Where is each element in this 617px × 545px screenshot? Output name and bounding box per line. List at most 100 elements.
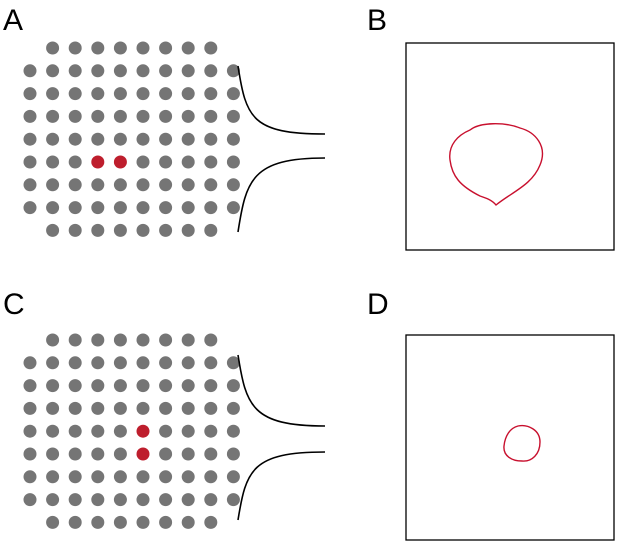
electrode bbox=[159, 109, 173, 123]
electrode bbox=[181, 178, 195, 192]
electrode bbox=[68, 155, 82, 169]
electrode bbox=[159, 155, 173, 169]
electrode bbox=[204, 333, 218, 347]
electrode bbox=[113, 424, 127, 438]
electrode bbox=[113, 109, 127, 123]
response-outline-d bbox=[503, 424, 541, 462]
electrode bbox=[226, 493, 240, 507]
electrode bbox=[46, 64, 60, 78]
electrode bbox=[23, 201, 37, 215]
electrode bbox=[113, 87, 127, 101]
electrode bbox=[226, 64, 240, 78]
electrode bbox=[68, 178, 82, 192]
electrode bbox=[46, 333, 60, 347]
electrode bbox=[113, 470, 127, 484]
lead-wire-a-bottom bbox=[237, 157, 326, 233]
electrode bbox=[181, 424, 195, 438]
electrode bbox=[68, 109, 82, 123]
electrode bbox=[136, 493, 150, 507]
electrode bbox=[159, 201, 173, 215]
electrode bbox=[226, 155, 240, 169]
electrode bbox=[113, 64, 127, 78]
electrode bbox=[113, 201, 127, 215]
electrode bbox=[204, 178, 218, 192]
electrode bbox=[113, 223, 127, 237]
electrode bbox=[113, 447, 127, 461]
electrode bbox=[68, 201, 82, 215]
electrode bbox=[91, 515, 105, 529]
electrode bbox=[204, 87, 218, 101]
electrode bbox=[204, 201, 218, 215]
electrode bbox=[91, 223, 105, 237]
electrode bbox=[68, 132, 82, 146]
electrode bbox=[226, 201, 240, 215]
electrode bbox=[204, 401, 218, 415]
electrode bbox=[226, 447, 240, 461]
electrode bbox=[46, 493, 60, 507]
electrode bbox=[113, 333, 127, 347]
map-frame-d bbox=[405, 334, 615, 541]
electrode bbox=[23, 356, 37, 370]
electrode bbox=[204, 41, 218, 55]
electrode bbox=[181, 515, 195, 529]
active-electrode bbox=[136, 424, 150, 438]
electrode bbox=[181, 333, 195, 347]
electrode bbox=[46, 515, 60, 529]
electrode bbox=[181, 356, 195, 370]
electrode bbox=[23, 447, 37, 461]
electrode bbox=[113, 493, 127, 507]
electrode bbox=[68, 64, 82, 78]
electrode bbox=[181, 470, 195, 484]
electrode bbox=[181, 493, 195, 507]
electrode bbox=[204, 424, 218, 438]
electrode bbox=[46, 424, 60, 438]
electrode bbox=[136, 223, 150, 237]
electrode bbox=[136, 64, 150, 78]
electrode bbox=[68, 41, 82, 55]
electrode bbox=[136, 379, 150, 393]
electrode bbox=[46, 109, 60, 123]
electrode bbox=[181, 41, 195, 55]
electrode bbox=[181, 201, 195, 215]
electrode bbox=[204, 223, 218, 237]
electrode bbox=[181, 379, 195, 393]
electrode bbox=[204, 470, 218, 484]
electrode bbox=[159, 515, 173, 529]
electrode bbox=[46, 401, 60, 415]
electrode bbox=[23, 155, 37, 169]
electrode bbox=[46, 356, 60, 370]
electrode bbox=[23, 87, 37, 101]
panel-label-d: D bbox=[367, 288, 389, 321]
active-electrode bbox=[136, 447, 150, 461]
electrode bbox=[68, 401, 82, 415]
electrode bbox=[136, 401, 150, 415]
electrode bbox=[181, 87, 195, 101]
electrode bbox=[91, 356, 105, 370]
electrode bbox=[136, 356, 150, 370]
electrode bbox=[136, 515, 150, 529]
electrode bbox=[181, 401, 195, 415]
electrode bbox=[136, 470, 150, 484]
lead-wire-c-bottom bbox=[237, 451, 326, 521]
electrode bbox=[136, 132, 150, 146]
electrode bbox=[136, 201, 150, 215]
electrode bbox=[226, 132, 240, 146]
electrode bbox=[226, 356, 240, 370]
electrode bbox=[46, 447, 60, 461]
active-electrode bbox=[91, 155, 105, 169]
electrode bbox=[159, 424, 173, 438]
active-electrode bbox=[113, 155, 127, 169]
electrode bbox=[113, 515, 127, 529]
electrode bbox=[113, 41, 127, 55]
electrode bbox=[181, 223, 195, 237]
electrode bbox=[113, 132, 127, 146]
electrode bbox=[23, 132, 37, 146]
electrode bbox=[204, 155, 218, 169]
electrode bbox=[68, 333, 82, 347]
electrode bbox=[23, 493, 37, 507]
electrode bbox=[113, 356, 127, 370]
electrode bbox=[91, 333, 105, 347]
electrode bbox=[46, 201, 60, 215]
electrode bbox=[181, 132, 195, 146]
